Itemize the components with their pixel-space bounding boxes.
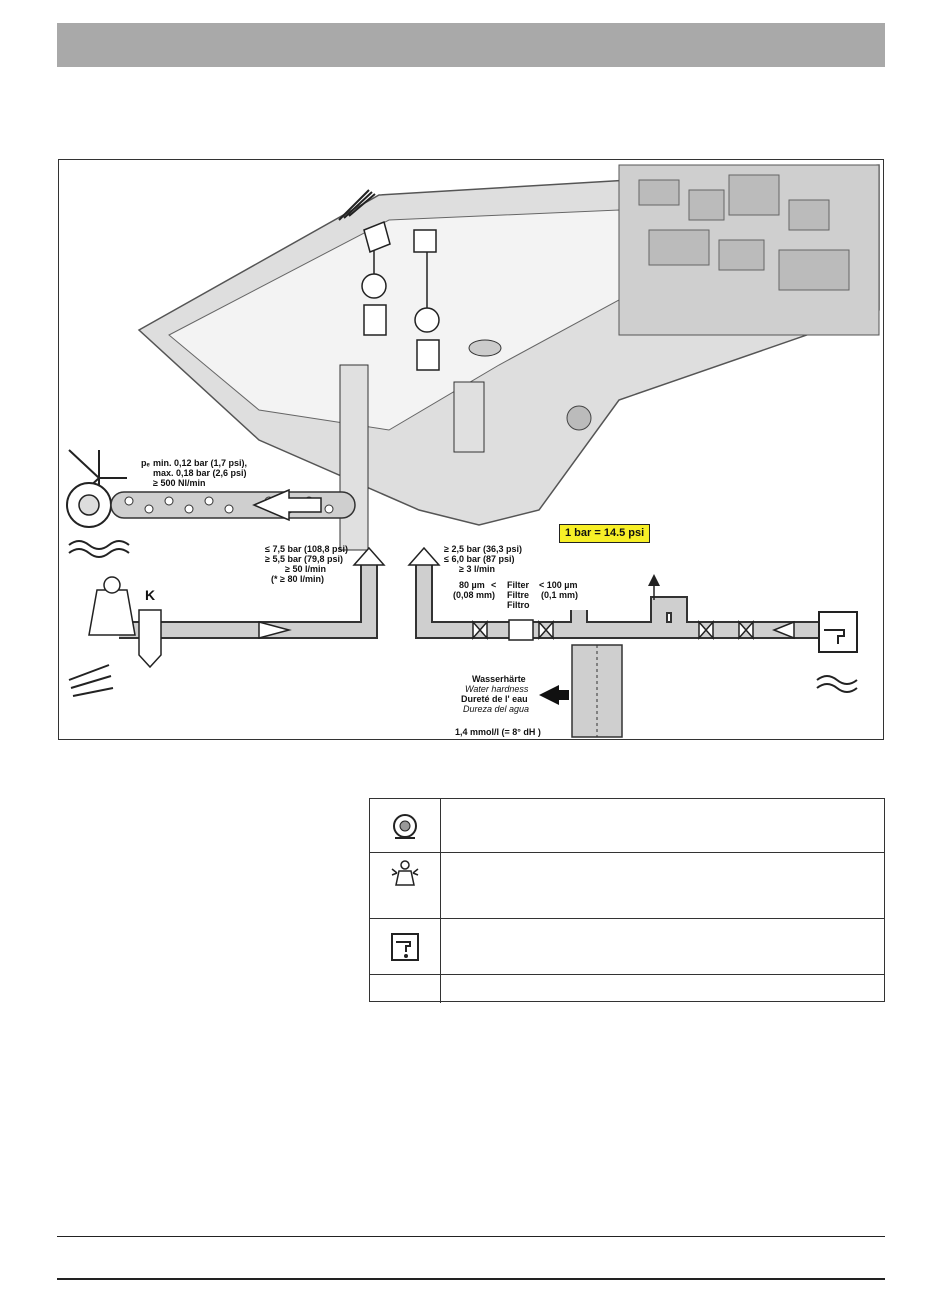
legend-row — [370, 975, 884, 1003]
filter-max-size-mm: (0,1 mm) — [541, 590, 579, 600]
filter-label-fr: Filtre — [507, 590, 530, 600]
right-water-flow: ≥ 3 l/min — [459, 564, 495, 574]
filter-label-de: Filter — [507, 580, 530, 590]
pipe-middle — [453, 381, 485, 453]
hardness-de: Wasserhärte — [472, 674, 526, 684]
left-water-flow: ≥ 50 l/min — [285, 564, 326, 574]
symbol-legend — [369, 798, 885, 1003]
footer-rule-bottom — [57, 1278, 885, 1280]
unit-conversion-badge: 1 bar = 14.5 psi — [559, 524, 651, 543]
pipe-left-tall — [339, 364, 369, 551]
header-bar — [57, 23, 885, 67]
hardness-value: 1,4 mmol/l (= 8° dH ) — [455, 727, 541, 737]
softener-tank — [571, 644, 623, 738]
installation-drawing — [66, 164, 880, 738]
legend-row — [370, 919, 884, 975]
filter-min-size: 80 µm — [459, 580, 485, 590]
compressor-icon — [370, 799, 440, 852]
k-label: K — [145, 587, 156, 603]
footer-rule-top — [57, 1236, 885, 1237]
hardness-en: Water hardness — [465, 684, 529, 694]
filter-symbol — [508, 619, 534, 641]
right-water-max-pressure: ≤ 6,0 bar (87 psi) — [444, 554, 515, 564]
hardness-es: Dureza del agua — [463, 704, 530, 714]
k-filter-symbol — [138, 609, 162, 669]
legend-row — [370, 853, 884, 919]
hardness-arrow — [539, 685, 569, 705]
legend-empty-cell — [370, 975, 440, 1003]
installation-diagram: pₑ min. 0,12 bar (1,7 psi), max. 0,18 ba… — [58, 159, 884, 740]
left-water-flow-alt: (* ≥ 80 l/min) — [271, 574, 324, 584]
water-tap-icon — [370, 919, 440, 974]
air-pressure-min: min. 0,12 bar (1,7 psi), — [153, 458, 248, 468]
hardness-fr: Dureté de l' eau — [461, 694, 528, 704]
right-water-min-pressure: ≥ 2,5 bar (36,3 psi) — [444, 544, 522, 554]
air-symbol — [363, 220, 391, 254]
tap-symbol — [818, 611, 858, 653]
filter-label-es: Filtro — [507, 600, 530, 610]
water-symbol — [413, 229, 437, 253]
appliance-cavity — [168, 209, 620, 431]
drain-fitting — [566, 405, 592, 431]
air-pressure-max: max. 0,18 bar (2,6 psi) — [153, 468, 247, 478]
left-water-min-pressure: ≥ 5,5 bar (79,8 psi) — [265, 554, 343, 564]
filter-max-size: < 100 µm — [539, 580, 578, 590]
treatment-symbol — [88, 589, 136, 636]
water-treatment-icon — [370, 853, 440, 918]
legend-row — [370, 799, 884, 853]
filter-min-size-mm: (0,08 mm) — [453, 590, 496, 600]
air-pressure-symbol: pₑ — [141, 458, 150, 468]
filter-lt: < — [491, 580, 497, 590]
air-flow: ≥ 500 Nl/min — [153, 478, 206, 488]
left-water-max-pressure: ≤ 7,5 bar (108,8 psi) — [265, 544, 348, 554]
